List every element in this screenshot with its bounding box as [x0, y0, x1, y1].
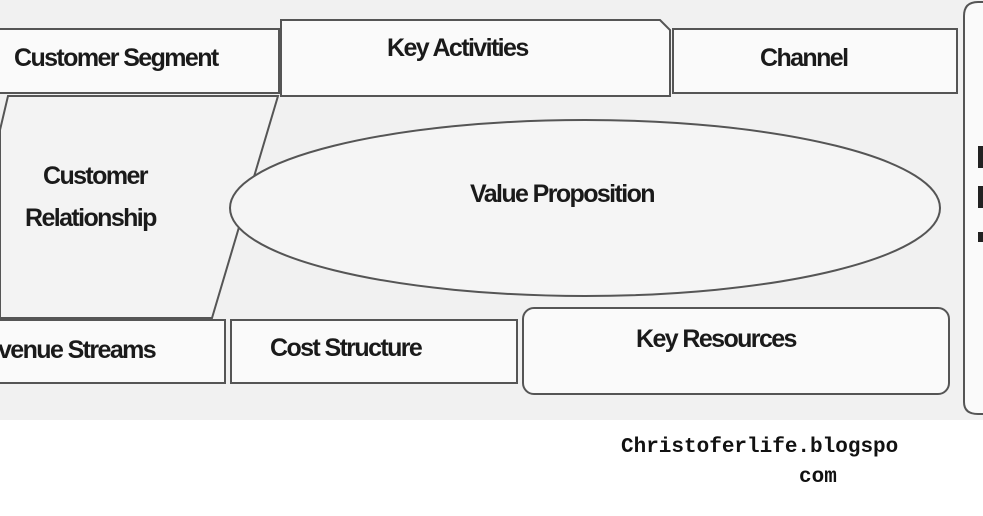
- cut-off-mark-2: [978, 186, 983, 208]
- cut-off-mark-3: [978, 232, 983, 242]
- customer-relationship-box: [0, 95, 280, 319]
- cost-structure-box: [230, 319, 518, 384]
- right-edge-box: [963, 1, 983, 415]
- revenue-streams-box: [0, 319, 226, 384]
- customer-relationship-label-line2: Relationship: [25, 204, 157, 232]
- key-activities-box: [280, 19, 671, 97]
- customer-relationship-label-line1: Customer: [43, 162, 148, 190]
- value-proposition-ellipse: [229, 119, 941, 297]
- key-activities-label: Key Activities: [387, 34, 529, 62]
- cut-off-mark-1: [978, 146, 983, 168]
- watermark-line1: Christoferlife.blogspo: [621, 436, 899, 459]
- diagram-shapes: [0, 1, 983, 415]
- channel-box: [672, 28, 958, 94]
- key-resources-box: [522, 307, 950, 395]
- value-proposition-label: Value Proposition: [470, 180, 656, 208]
- cost-structure-label: Cost Structure: [270, 334, 423, 362]
- customer-segment-label: Customer Segment: [14, 44, 219, 72]
- channel-label: Channel: [760, 44, 849, 72]
- customer-segment-box: [0, 28, 280, 94]
- key-resources-label: Key Resources: [636, 325, 797, 353]
- revenue-streams-label: venue Streams: [0, 336, 157, 364]
- watermark-line2: com: [799, 466, 837, 489]
